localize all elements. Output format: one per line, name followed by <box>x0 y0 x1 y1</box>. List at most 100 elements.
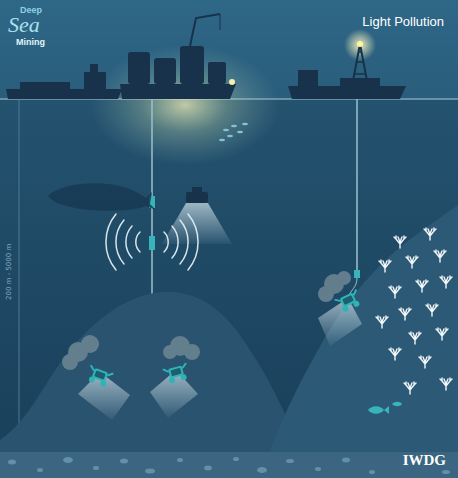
illustration-part <box>120 84 236 99</box>
logo-word: Sea <box>8 13 40 37</box>
illustration-part <box>231 125 237 128</box>
illustration-part <box>442 470 450 474</box>
light-glow <box>90 45 280 165</box>
illustration-part <box>337 271 351 285</box>
illustration-part <box>220 14 221 30</box>
illustration-part <box>85 365 113 388</box>
illustration-part <box>286 459 294 463</box>
logo-word: Mining <box>16 38 45 48</box>
drill-cable <box>348 99 360 298</box>
illustration-part <box>288 86 406 99</box>
seafloor <box>0 452 458 478</box>
illustration-part <box>149 236 155 250</box>
reef-fish <box>368 402 402 414</box>
illustration-part <box>186 192 208 203</box>
illustration-part <box>163 345 177 359</box>
illustration-part <box>120 459 128 464</box>
illustration-part <box>177 458 183 462</box>
illustration-part <box>409 332 421 344</box>
illustration-part <box>257 467 267 473</box>
illustration-part <box>399 308 411 320</box>
illustration-part <box>392 402 402 407</box>
left-ship <box>6 64 122 99</box>
drill-ship <box>288 41 406 99</box>
illustration-part <box>318 286 334 302</box>
illustration-part <box>145 469 155 474</box>
illustration-part <box>356 99 358 276</box>
illustration-part <box>233 457 239 461</box>
illustration-part <box>37 468 43 472</box>
illustration-part <box>184 344 200 360</box>
illustration-part <box>426 304 438 316</box>
seamount <box>0 292 310 478</box>
illustration-part <box>369 470 375 474</box>
illustration-part <box>84 72 106 89</box>
illustration-part <box>128 52 150 84</box>
illustration-part <box>389 286 401 298</box>
illustration-part <box>315 467 321 471</box>
illustration-part <box>90 64 98 72</box>
illustration-part <box>116 220 124 264</box>
depth-note: 200 m - 5000 m <box>6 244 14 300</box>
illustration-part <box>192 187 202 192</box>
sky <box>0 0 458 99</box>
illustration-part <box>93 466 99 470</box>
illustration-part <box>62 354 78 370</box>
illustration-part <box>163 363 190 385</box>
illustration-part <box>208 62 226 84</box>
illustration-part <box>136 232 140 252</box>
illustration-part <box>406 256 418 268</box>
illustration-part <box>223 129 229 132</box>
illustration-part <box>63 457 73 463</box>
illustration-part <box>357 41 363 47</box>
illustration-part <box>416 280 428 292</box>
illustration-part <box>242 123 248 126</box>
illustration-part <box>151 99 153 322</box>
illustration-part <box>436 328 448 340</box>
illustration-part <box>8 460 16 465</box>
illustration-part <box>419 356 431 368</box>
illustration-part <box>379 260 391 272</box>
illustration-part <box>154 58 176 84</box>
illustration-part <box>237 131 243 134</box>
illustration-part <box>354 270 360 278</box>
illustration-part <box>219 139 225 142</box>
illustration-part <box>394 236 406 248</box>
mining-robots <box>78 289 363 420</box>
survey-vehicle <box>162 187 232 244</box>
illustration-part <box>424 228 436 240</box>
illustration-part <box>376 316 388 328</box>
lamp-glow <box>344 29 376 61</box>
illustration-part <box>340 78 380 86</box>
illustration-part <box>126 226 132 258</box>
illustration-part <box>440 378 452 390</box>
illustration-part <box>335 289 364 314</box>
illustration-part <box>298 70 318 86</box>
illustration-part <box>342 458 350 463</box>
illustration-part <box>162 203 232 244</box>
sediment-plumes <box>62 271 351 370</box>
illustration-part <box>106 214 116 270</box>
slope <box>262 205 458 478</box>
depth-line <box>19 99 20 455</box>
illustration-part <box>389 348 401 360</box>
illustration-part <box>6 89 122 99</box>
illustration-part <box>404 382 416 394</box>
illustration-part <box>354 52 366 74</box>
fish-school <box>219 123 248 142</box>
brand-mark: IWDG <box>403 452 446 469</box>
nodules <box>8 457 450 474</box>
corals <box>376 228 452 394</box>
illustration-part <box>190 14 220 46</box>
illustration-part <box>20 82 70 89</box>
illustration-part <box>229 79 235 85</box>
illustration-part <box>81 335 99 353</box>
illustration-part <box>204 466 212 471</box>
page-title: Light Pollution <box>362 15 444 29</box>
whale <box>48 183 156 211</box>
illustration-part <box>227 135 233 138</box>
illustration-part <box>368 406 389 414</box>
illustration-part <box>180 46 204 84</box>
